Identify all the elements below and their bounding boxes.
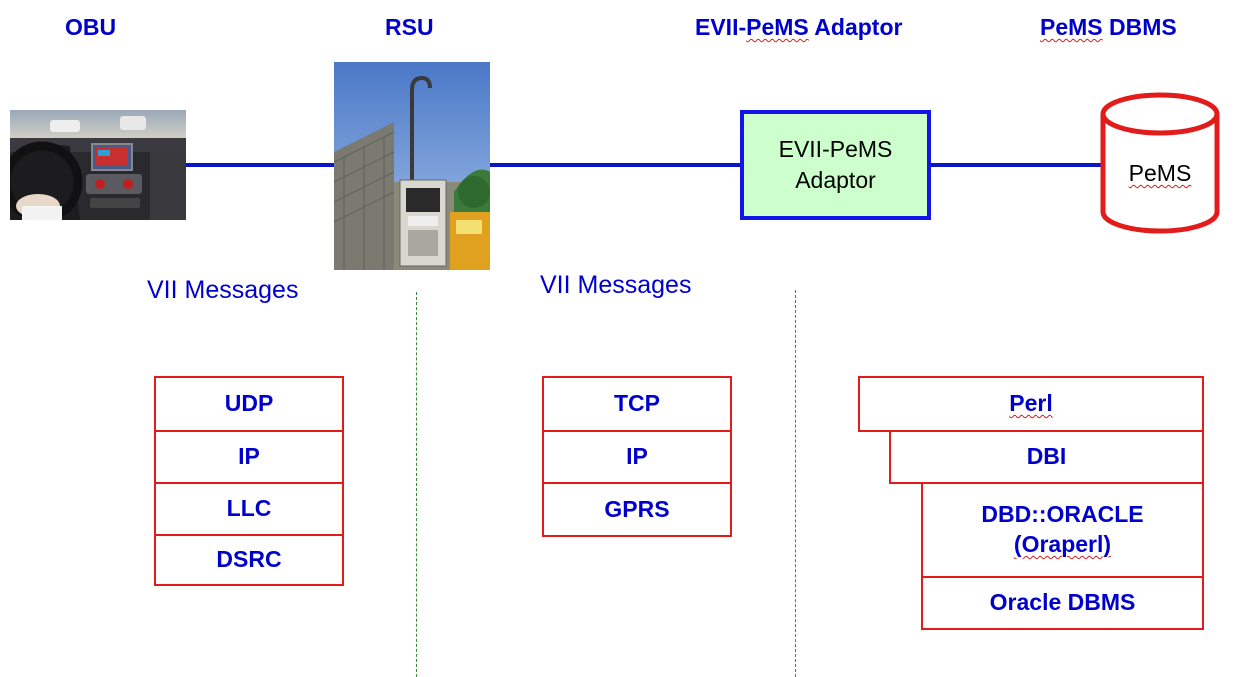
messages-label-right: VII Messages xyxy=(540,271,692,299)
stack-db-dbd-oracle: DBD::ORACLE (Oraperl) xyxy=(921,482,1204,578)
stack-db-dbd-line1: DBD::ORACLE xyxy=(981,501,1144,528)
pems-database-label: PeMS xyxy=(1128,160,1192,186)
car-dashboard-icon xyxy=(10,110,186,220)
stack-rsu-adaptor-gprs: GPRS xyxy=(542,482,732,537)
header-adaptor: EVII-PeMS Adaptor xyxy=(695,14,902,41)
link-obu-rsu xyxy=(186,163,334,167)
adaptor-node: EVII-PeMS Adaptor xyxy=(740,110,931,220)
stack-db-perl: Perl xyxy=(858,376,1204,432)
header-adaptor-pems: PeMS xyxy=(746,14,809,40)
roadside-unit-icon xyxy=(334,62,490,270)
adaptor-node-line2: Adaptor xyxy=(795,167,876,193)
header-rsu: RSU xyxy=(385,14,434,40)
stack-db-dbi: DBI xyxy=(889,430,1204,484)
stack-obu-rsu-udp: UDP xyxy=(154,376,344,432)
header-dbms-pems: PeMS xyxy=(1040,14,1103,40)
pems-database-icon xyxy=(1100,92,1220,234)
adaptor-node-line1: EVII-PeMS xyxy=(778,135,893,162)
stack-db-perl-label: Perl xyxy=(1009,390,1053,417)
rsu-roadside-image xyxy=(334,62,490,270)
header-adaptor-suffix: Adaptor xyxy=(808,14,903,40)
stack-obu-rsu-dsrc: DSRC xyxy=(154,534,344,586)
link-adaptor-db xyxy=(931,163,1101,167)
stack-obu-rsu-llc: LLC xyxy=(154,482,344,536)
divider-left xyxy=(416,292,417,677)
divider-right xyxy=(795,290,796,677)
header-adaptor-prefix: EVII- xyxy=(695,14,747,40)
header-obu: OBU xyxy=(65,14,117,40)
stack-rsu-adaptor-tcp: TCP xyxy=(542,376,732,432)
stack-db-dbd-line2: (Oraperl) xyxy=(1013,531,1112,557)
stack-db-oracle-dbms: Oracle DBMS xyxy=(921,576,1204,630)
link-rsu-adaptor xyxy=(490,163,740,167)
stack-obu-rsu-ip: IP xyxy=(154,430,344,484)
obu-car-image xyxy=(10,110,186,220)
stack-rsu-adaptor-ip: IP xyxy=(542,430,732,484)
header-dbms: PeMS DBMS xyxy=(1040,14,1177,41)
messages-label-left: VII Messages xyxy=(147,276,299,304)
header-dbms-suffix: DBMS xyxy=(1102,14,1177,40)
